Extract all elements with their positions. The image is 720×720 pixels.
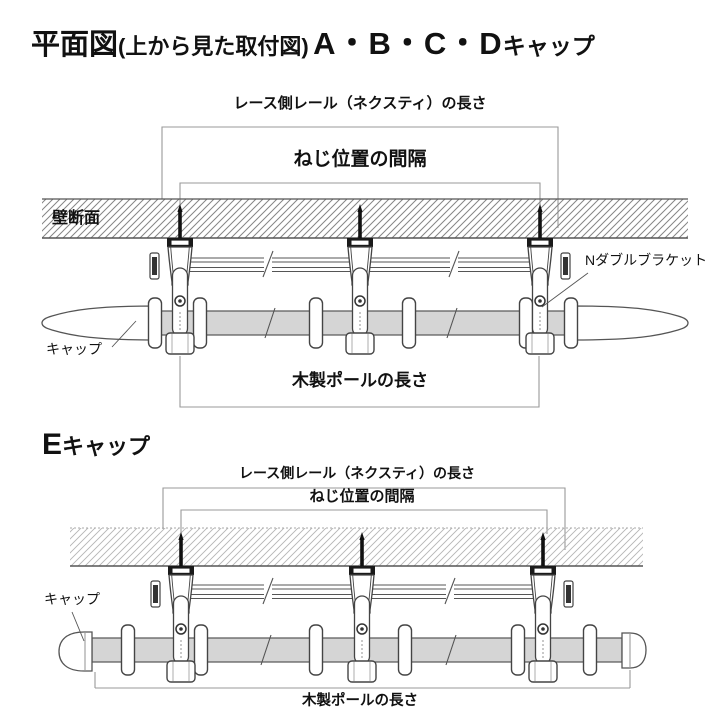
bracket-label: Nダブルブラケット bbox=[585, 252, 708, 268]
leader-bracket-abcd bbox=[541, 272, 589, 308]
bracket-knob-right-e bbox=[563, 580, 574, 608]
cap-right-e bbox=[621, 632, 647, 669]
rail-length-label-abcd: レース側レール（ネクスティ）の長さ bbox=[233, 95, 487, 112]
pole-length-label-e: 木製ポールの長さ bbox=[302, 693, 418, 709]
cap-left-e bbox=[58, 631, 93, 672]
pole-length-label-abcd: 木製ポールの長さ bbox=[292, 371, 428, 390]
title-caps-suffix: キャップ bbox=[502, 33, 595, 59]
title-paren: (上から見た取付図) bbox=[118, 34, 309, 59]
wall-section-label: 壁断面 bbox=[52, 210, 101, 227]
e-title-suffix: キャップ bbox=[62, 434, 151, 459]
diagram-e bbox=[58, 487, 647, 689]
wall-section-e bbox=[70, 527, 643, 567]
bracket-knob-left-abcd bbox=[149, 252, 160, 280]
bracket-knob-left-e bbox=[150, 580, 161, 608]
screw-spacing-label-abcd: ねじ位置の間隔 bbox=[293, 149, 427, 170]
page-title: 平面図(上から見た取付図) A・B・C・Dキャップ bbox=[31, 18, 595, 63]
dim-rail-length-abcd bbox=[161, 126, 559, 228]
wall-section-abcd bbox=[42, 198, 688, 239]
diagram-abcd bbox=[41, 126, 689, 408]
dim-screw-spacing-abcd bbox=[179, 182, 541, 206]
dim-pole-length-abcd bbox=[179, 356, 540, 408]
rail-length-label-e: レース側レール（ネクスティ）の長さ bbox=[238, 465, 476, 481]
e-section-title: Eキャップ bbox=[42, 428, 150, 462]
screw-spacing-label-e: ねじ位置の間隔 bbox=[309, 488, 415, 505]
title-main: 平面図 bbox=[31, 29, 119, 61]
bracket-knob-right-abcd bbox=[560, 252, 571, 280]
cap-right-abcd bbox=[573, 305, 689, 341]
dim-pole-length-e bbox=[94, 670, 631, 689]
cap-left-abcd bbox=[41, 305, 157, 341]
leader-cap-e bbox=[71, 611, 85, 642]
leader-cap-abcd bbox=[111, 320, 137, 348]
title-caps: A・B・C・D bbox=[313, 26, 503, 61]
e-title-main: E bbox=[42, 428, 63, 461]
cap-label-abcd: キャップ bbox=[46, 341, 102, 357]
cap-label-e: キャップ bbox=[44, 591, 100, 607]
dim-rail-length-e bbox=[162, 487, 566, 550]
dim-screw-spacing-e bbox=[180, 509, 548, 534]
